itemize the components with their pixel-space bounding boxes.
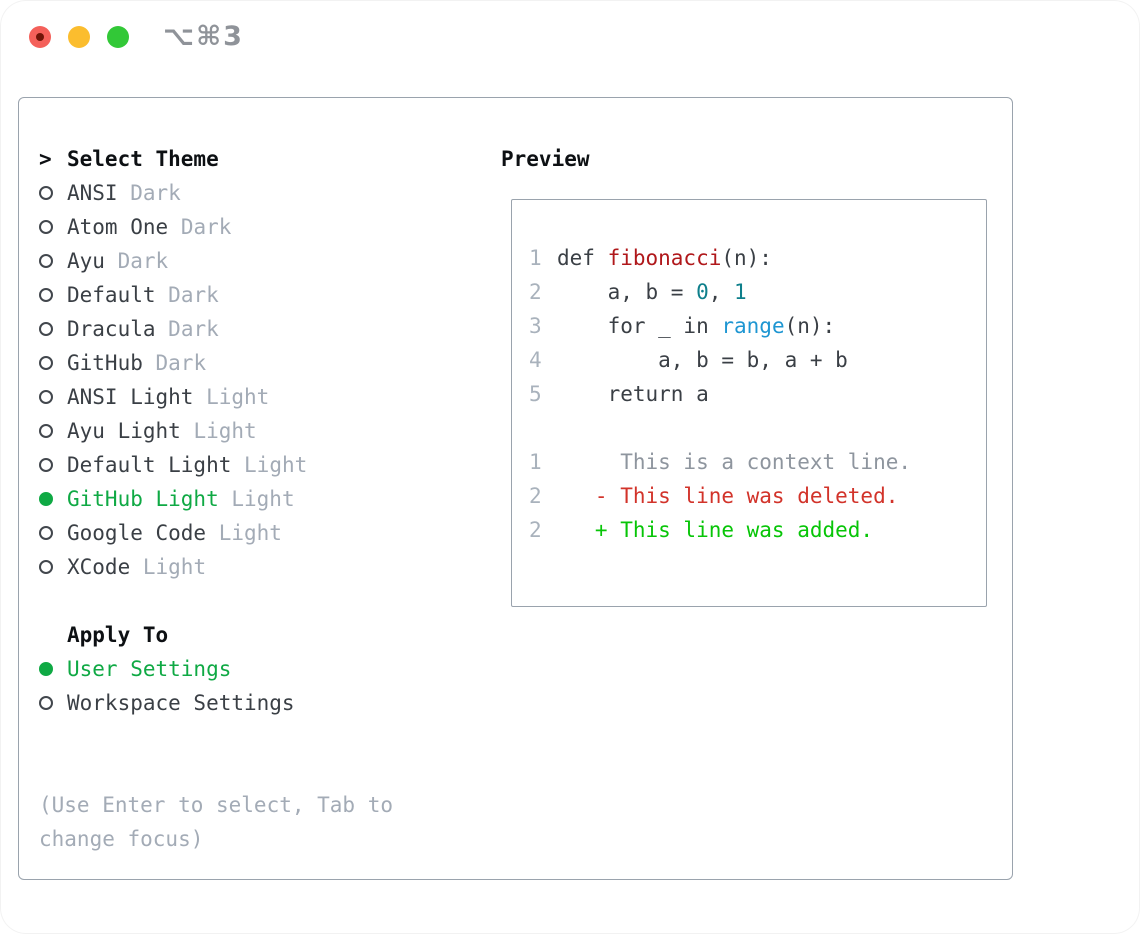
theme-name: Ayu bbox=[67, 249, 105, 273]
theme-variant: Dark bbox=[130, 181, 181, 205]
theme-variant: Dark bbox=[180, 215, 232, 239]
theme-name: Default bbox=[67, 283, 156, 307]
theme-name: GitHub Light bbox=[67, 487, 219, 511]
theme-variant: Light bbox=[244, 453, 308, 477]
radio-icon bbox=[39, 686, 67, 720]
radio-icon bbox=[39, 244, 67, 278]
theme-item[interactable]: GitHub Light Light bbox=[39, 482, 501, 516]
theme-variant: Light bbox=[142, 555, 207, 579]
radio-icon bbox=[39, 210, 67, 244]
radio-icon bbox=[39, 380, 67, 414]
line-number: 2 bbox=[529, 484, 542, 508]
theme-item[interactable]: Google Code Light bbox=[39, 516, 501, 550]
line-number: 1 bbox=[529, 450, 542, 474]
code-line: 4 a, b = b, a + b bbox=[529, 343, 986, 377]
theme-variant: Dark bbox=[168, 283, 219, 307]
line-number: 2 bbox=[529, 280, 542, 304]
theme-item[interactable]: Ayu Dark bbox=[39, 244, 501, 278]
apply-to-title: Apply To bbox=[67, 623, 169, 647]
theme-variant: Light bbox=[193, 419, 257, 443]
radio-icon bbox=[39, 346, 67, 380]
radio-selected-icon bbox=[39, 652, 67, 686]
theme-variant: Light bbox=[206, 385, 270, 409]
preview-title: Preview bbox=[501, 147, 590, 171]
radio-icon bbox=[39, 550, 67, 584]
line-number: 5 bbox=[529, 382, 542, 406]
code-line: 2 - This line was deleted. bbox=[529, 479, 986, 513]
apply-to-option[interactable]: User Settings bbox=[39, 652, 501, 686]
radio-icon bbox=[39, 516, 67, 550]
code-line: 2 a, b = 0, 1 bbox=[529, 275, 986, 309]
prompt-arrow-icon: > bbox=[39, 147, 52, 171]
theme-item[interactable]: XCode Light bbox=[39, 550, 501, 584]
theme-name: ANSI Light bbox=[67, 385, 194, 409]
theme-variant: Dark bbox=[155, 351, 207, 375]
radio-icon bbox=[39, 278, 67, 312]
code-line bbox=[529, 411, 986, 445]
zoom-button-icon[interactable] bbox=[107, 26, 129, 48]
radio-selected-icon bbox=[39, 482, 67, 516]
line-number: 1 bbox=[529, 246, 542, 270]
theme-item[interactable]: ANSI Light Light bbox=[39, 380, 501, 414]
radio-icon bbox=[39, 448, 67, 482]
theme-name: Dracula bbox=[67, 317, 156, 341]
theme-item[interactable]: Dracula Dark bbox=[39, 312, 501, 346]
theme-name: GitHub bbox=[67, 351, 143, 375]
theme-item[interactable]: Default Dark bbox=[39, 278, 501, 312]
line-number: 3 bbox=[529, 314, 542, 338]
theme-name: Google Code bbox=[67, 521, 207, 545]
code-line: 5 return a bbox=[529, 377, 986, 411]
radio-icon bbox=[39, 176, 67, 210]
line-number bbox=[529, 411, 557, 445]
theme-name: Atom One bbox=[67, 215, 169, 239]
apply-to-option[interactable]: Workspace Settings bbox=[39, 686, 501, 720]
apply-to-header: Apply To bbox=[39, 618, 501, 652]
close-button-icon[interactable] bbox=[29, 26, 51, 48]
theme-name: Default Light bbox=[67, 453, 232, 477]
theme-variant: Light bbox=[231, 487, 295, 511]
theme-item[interactable]: Atom One Dark bbox=[39, 210, 501, 244]
select-theme-header: > Select Theme bbox=[39, 142, 501, 176]
titlebar: ⌥⌘3 bbox=[29, 21, 244, 52]
line-number: 2 bbox=[529, 518, 542, 542]
theme-item[interactable]: GitHub Dark bbox=[39, 346, 501, 380]
theme-variant: Dark bbox=[168, 317, 219, 341]
apply-to-label: Workspace Settings bbox=[67, 691, 295, 715]
code-line: 1 This is a context line. bbox=[529, 445, 986, 479]
window-title: ⌥⌘3 bbox=[163, 21, 244, 52]
radio-icon bbox=[39, 414, 67, 448]
theme-variant: Light bbox=[218, 521, 282, 545]
code-line: 2 + This line was added. bbox=[529, 513, 986, 547]
minimize-button-icon[interactable] bbox=[68, 26, 90, 48]
theme-variant: Dark bbox=[117, 249, 169, 273]
help-text: (Use Enter to select, Tab to change focu… bbox=[39, 793, 394, 851]
code-line: 3 for _ in range(n): bbox=[529, 309, 986, 343]
theme-item[interactable]: Default Light Light bbox=[39, 448, 501, 482]
line-number: 4 bbox=[529, 348, 542, 372]
theme-item[interactable]: ANSI Dark bbox=[39, 176, 501, 210]
theme-item[interactable]: Ayu Light Light bbox=[39, 414, 501, 448]
theme-name: ANSI bbox=[67, 181, 118, 205]
theme-name: XCode bbox=[67, 555, 131, 579]
theme-name: Ayu Light bbox=[67, 419, 181, 443]
radio-icon bbox=[39, 312, 67, 346]
select-theme-title: Select Theme bbox=[67, 147, 219, 171]
apply-to-label: User Settings bbox=[67, 657, 232, 681]
